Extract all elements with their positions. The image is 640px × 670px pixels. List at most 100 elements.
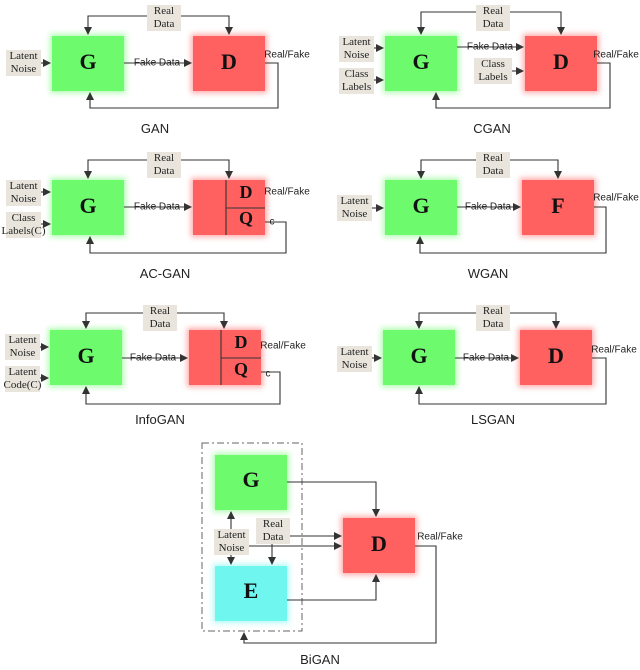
generator-block bbox=[50, 330, 122, 385]
real-fake-label: Real/Fake bbox=[264, 50, 310, 61]
caption-gan: GAN bbox=[140, 121, 170, 136]
real-data-box-text: Data bbox=[483, 318, 504, 330]
encoder-generator-group bbox=[201, 442, 303, 632]
real-fake-label: Real/Fake bbox=[264, 187, 310, 198]
latent-noise-box-text: Noise bbox=[219, 542, 245, 554]
generator-block bbox=[215, 455, 287, 510]
real-data-box-text: Real bbox=[483, 5, 503, 17]
latent-noise-box bbox=[5, 334, 40, 360]
latent-noise-box-text: Noise bbox=[10, 347, 36, 359]
latent-code-box bbox=[5, 366, 40, 392]
latent-noise-box-text: Noise bbox=[344, 49, 370, 61]
latent-noise-box-text: Noise bbox=[342, 208, 368, 220]
discriminator-label: D bbox=[371, 531, 387, 556]
latent-noise-box bbox=[337, 346, 372, 372]
arrow bbox=[417, 11, 476, 35]
latent-noise-box-text: Latent bbox=[342, 36, 370, 48]
arrow bbox=[416, 206, 607, 254]
arrow bbox=[86, 221, 287, 254]
real-data-box-text: Data bbox=[154, 18, 175, 30]
fake-data-label: Fake Data bbox=[134, 58, 181, 69]
discriminator-block bbox=[193, 36, 265, 91]
arrow bbox=[82, 371, 281, 405]
generator-block bbox=[383, 330, 455, 385]
generator-label: G bbox=[412, 49, 429, 74]
real-data-box-text: Real bbox=[150, 305, 170, 317]
caption-cgan: CGAN bbox=[473, 121, 511, 136]
generator-block bbox=[52, 36, 124, 91]
fake-data-label: Fake Data bbox=[465, 202, 512, 213]
class-labels-box-text: Class bbox=[481, 58, 505, 70]
class-labels-box bbox=[6, 212, 41, 238]
discriminator-label: D bbox=[553, 49, 569, 74]
caption-wgan: WGAN bbox=[467, 266, 509, 281]
latent-noise-box-text: Latent bbox=[217, 529, 245, 541]
latent-noise-box bbox=[6, 50, 41, 76]
discriminator-label: D bbox=[235, 332, 248, 352]
latent-noise-box-text: Latent bbox=[9, 180, 37, 192]
real-fake-label: Real/Fake bbox=[593, 193, 639, 204]
generator-label: G bbox=[412, 193, 429, 218]
arrow bbox=[84, 15, 147, 35]
arrow bbox=[287, 481, 380, 517]
generator-label: G bbox=[79, 193, 96, 218]
arrow bbox=[417, 159, 476, 179]
critic-label: F bbox=[551, 193, 564, 218]
real-data-box-text: Data bbox=[263, 531, 284, 543]
class-labels-box bbox=[474, 58, 512, 84]
arrow bbox=[86, 62, 279, 109]
latent-noise-box-text: Noise bbox=[11, 193, 37, 205]
discriminator-label: D bbox=[221, 49, 237, 74]
real-data-box bbox=[147, 5, 181, 31]
generator-block bbox=[385, 180, 457, 235]
discriminator-block bbox=[525, 36, 597, 91]
generator-label: G bbox=[79, 49, 96, 74]
caption-lsgan: LSGAN bbox=[470, 412, 516, 427]
critic-block bbox=[522, 180, 594, 235]
discriminator-block bbox=[520, 330, 592, 385]
real-data-box-text: Real bbox=[483, 305, 503, 317]
discriminator-label: D bbox=[548, 343, 564, 368]
c-label: c bbox=[270, 217, 275, 228]
c-label: c bbox=[266, 369, 271, 380]
real-fake-label: Real/Fake bbox=[593, 50, 639, 61]
real-data-box bbox=[147, 152, 181, 178]
arrow bbox=[415, 357, 607, 405]
arrow bbox=[181, 15, 233, 35]
class-labels-box bbox=[339, 68, 374, 94]
arrow bbox=[415, 312, 476, 329]
arrow bbox=[432, 62, 611, 109]
arrow bbox=[181, 159, 233, 179]
q-label: Q bbox=[239, 208, 253, 228]
arrow bbox=[510, 11, 565, 35]
real-data-box-text: Real bbox=[154, 5, 174, 17]
real-data-box-text: Data bbox=[154, 165, 175, 177]
latent-code-box-text: Latent bbox=[8, 366, 36, 378]
caption-bigan: BiGAN bbox=[300, 652, 340, 667]
arrow bbox=[510, 159, 562, 179]
generator-label: G bbox=[77, 343, 94, 368]
real-fake-label: Real/Fake bbox=[260, 341, 306, 352]
generator-block bbox=[385, 36, 457, 91]
latent-noise-box-text: Latent bbox=[8, 334, 36, 346]
fake-data-label: Fake Data bbox=[463, 353, 510, 364]
real-data-box-text: Data bbox=[150, 318, 171, 330]
class-labels-box-text: Class bbox=[12, 212, 36, 224]
q-label: Q bbox=[234, 359, 248, 379]
caption-infogan: InfoGAN bbox=[135, 412, 185, 427]
real-data-box bbox=[476, 5, 510, 31]
real-fake-label: Real/Fake bbox=[417, 532, 463, 543]
latent-noise-box bbox=[214, 529, 249, 555]
arrow bbox=[510, 312, 560, 329]
latent-noise-box-text: Noise bbox=[11, 63, 37, 75]
fake-data-label: Fake Data bbox=[130, 353, 177, 364]
latent-noise-box-text: Latent bbox=[340, 195, 368, 207]
arrow bbox=[287, 574, 380, 601]
real-data-box bbox=[476, 305, 510, 331]
generator-label: G bbox=[242, 467, 259, 492]
class-labels-box-text: Labels(C) bbox=[2, 225, 46, 237]
real-data-box-text: Data bbox=[483, 18, 504, 30]
real-data-box-text: Real bbox=[154, 152, 174, 164]
latent-noise-box-text: Latent bbox=[9, 50, 37, 62]
caption-acgan: AC-GAN bbox=[139, 266, 191, 281]
